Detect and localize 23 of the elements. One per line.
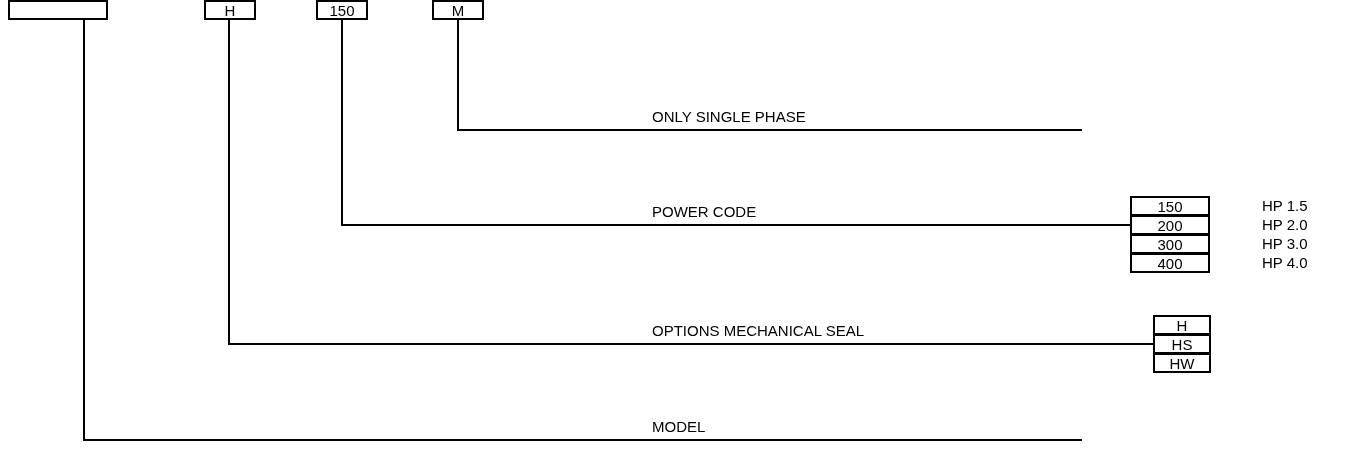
horsepower-label: HP 3.0 [1262,236,1308,251]
edge-label: MODEL [652,419,706,434]
code-box: 150 [316,0,368,20]
edge-label: ONLY SINGLE PHASE [652,109,806,124]
horsepower-label: HP 1.5 [1262,198,1308,213]
code-box: 400 [1130,253,1210,273]
code-box: HS [1153,334,1211,354]
code-box: 150 [1130,196,1210,216]
code-box: H [204,0,256,20]
edge-label: OPTIONS MECHANICAL SEAL [652,323,864,338]
connector-line [341,19,1131,226]
code-box: 300 [1130,234,1210,254]
code-box: 200 [1130,215,1210,235]
connector-line [457,19,1083,131]
connector-line [228,19,1154,345]
edge-label: POWER CODE [652,204,757,219]
code-box: M [432,0,484,20]
code-box [8,0,108,20]
horsepower-label: HP 2.0 [1262,217,1308,232]
connector-line [83,19,1083,441]
code-box: H [1153,315,1211,335]
horsepower-label: HP 4.0 [1262,255,1308,270]
code-box: HW [1153,353,1211,373]
